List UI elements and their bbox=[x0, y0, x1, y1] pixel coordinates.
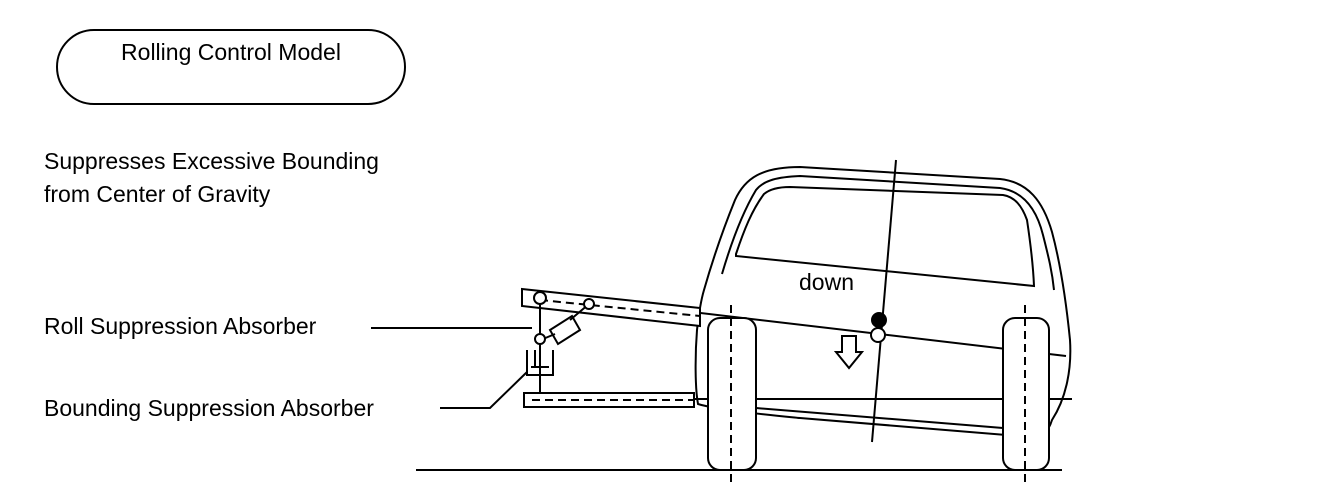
roll-pivot bbox=[583, 298, 595, 310]
diagram-title: Rolling Control Model bbox=[121, 39, 341, 65]
upper-pivot bbox=[533, 291, 547, 305]
bounding-absorber-leader bbox=[440, 371, 528, 409]
left-wheel bbox=[707, 317, 757, 471]
bounding-absorber-cylinder bbox=[526, 350, 554, 376]
roll-absorber-body bbox=[548, 314, 582, 346]
right-wheel bbox=[1002, 317, 1050, 471]
roll-center-dot bbox=[870, 327, 886, 343]
rear-window bbox=[735, 185, 1036, 288]
body-lower-edge bbox=[755, 407, 1004, 429]
down-arrow-icon bbox=[833, 335, 865, 370]
roll-absorber-label: Roll Suppression Absorber bbox=[44, 313, 317, 339]
bounding-absorber-label: Bounding Suppression Absorber bbox=[44, 395, 374, 421]
center-of-gravity-dot bbox=[871, 312, 887, 328]
description-line-1: Suppresses Excessive Bounding bbox=[44, 148, 379, 174]
lower-pivot bbox=[534, 333, 546, 345]
center-line bbox=[871, 159, 897, 443]
car-body bbox=[694, 165, 1072, 439]
title-box: Rolling Control Model bbox=[56, 29, 406, 105]
roof-inner-line bbox=[721, 174, 1055, 291]
upper-beam-dashed bbox=[539, 299, 701, 317]
description-line-2: from Center of Gravity bbox=[44, 181, 271, 207]
down-label: down bbox=[799, 269, 854, 295]
